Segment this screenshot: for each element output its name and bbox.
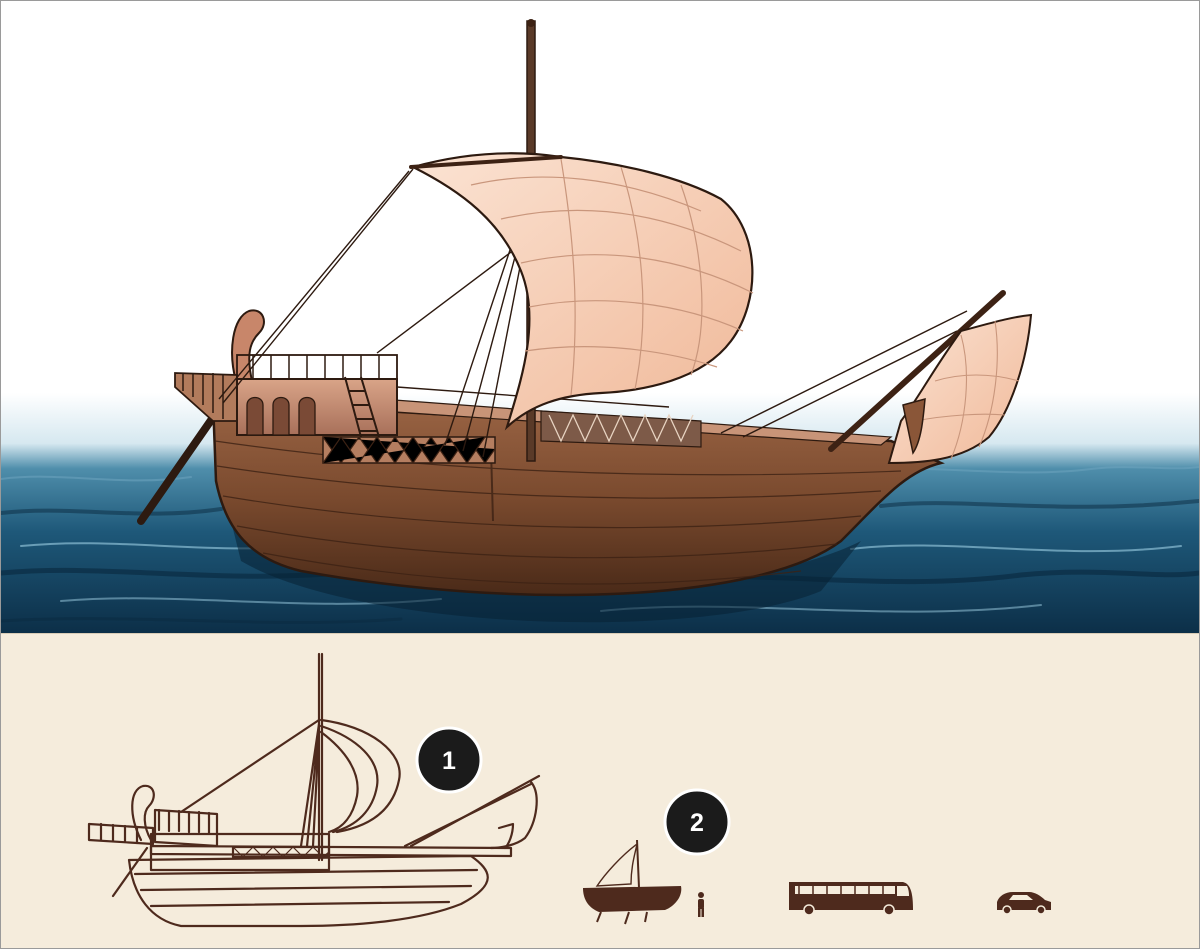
small-boat-silhouette (583, 839, 682, 925)
marker-2-label: 2 (690, 809, 704, 837)
stern-gallery-rail (182, 373, 224, 419)
cabin-roof-rail (236, 354, 398, 380)
stern-gallery (174, 372, 238, 422)
side-railing-lattice (322, 435, 496, 465)
car-silhouette (997, 892, 1051, 915)
hull-reflection (231, 521, 861, 623)
ship-illustration (1, 1, 1199, 633)
bow-ornament (902, 397, 926, 455)
legend-panel: 1 2 (1, 633, 1199, 948)
main-yard (409, 155, 563, 169)
person-silhouette (698, 892, 704, 917)
steering-oar (137, 399, 227, 525)
stern-goose-head (231, 309, 265, 386)
cabin-ladder (344, 376, 380, 438)
hull-planking (214, 440, 902, 585)
ship-line-drawing (87, 652, 541, 928)
bow-sail (887, 313, 1033, 465)
cabin-arches (246, 396, 316, 436)
size-comparison-silhouettes (583, 839, 1051, 925)
main-sail (409, 152, 754, 431)
marker-2: 2 (663, 788, 731, 856)
bow-mast (828, 290, 1006, 452)
mast-top (527, 19, 535, 27)
ship-illustration-svg (1, 1, 1199, 633)
legend-svg: 1 2 (87, 652, 1051, 928)
bus-silhouette (789, 882, 913, 916)
marker-1: 1 (415, 726, 483, 794)
main-sail-seams (470, 158, 754, 396)
far-railing (540, 410, 702, 448)
marker-1-label: 1 (442, 747, 456, 775)
